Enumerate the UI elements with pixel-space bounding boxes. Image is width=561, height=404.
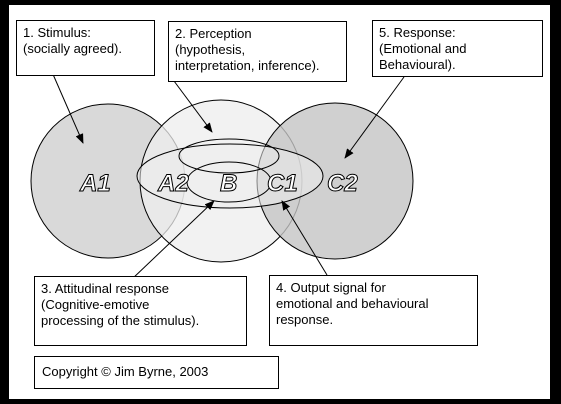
- label-a2: A2: [157, 170, 189, 197]
- arrow-attitudinal: [130, 200, 215, 281]
- arrow-stimulus: [51, 71, 84, 144]
- inner-ring-top: [178, 138, 280, 174]
- perception-box: 2. Perception (hypothesis, interpretatio…: [168, 21, 347, 82]
- arrow-output: [281, 200, 328, 276]
- label-c1: C1: [267, 170, 298, 197]
- arrow-perception: [173, 80, 213, 133]
- stimulus-box: 1. Stimulus: (socially agreed).: [16, 20, 155, 76]
- response-box: 5. Response: (Emotional and Behavioural)…: [372, 20, 543, 77]
- inner-ring-outer: [136, 143, 324, 209]
- arrow-response: [344, 76, 405, 159]
- label-b: B: [220, 170, 237, 197]
- output-signal-box: 4. Output signal for emotional and behav…: [269, 275, 478, 346]
- venn-diagram: A1 A2 B C1 C2: [30, 71, 414, 281]
- label-a1: A1: [79, 170, 111, 197]
- inner-ring-bottom: [186, 161, 272, 203]
- label-c2: C2: [327, 170, 358, 197]
- attitudinal-response-box: 3. Attitudinal response (Cognitive-emoti…: [34, 276, 247, 346]
- copyright-box: Copyright © Jim Byrne, 2003: [34, 356, 279, 389]
- diagram-canvas: A1 A2 B C1 C2 1. Stimulus: (socially agr…: [9, 5, 550, 399]
